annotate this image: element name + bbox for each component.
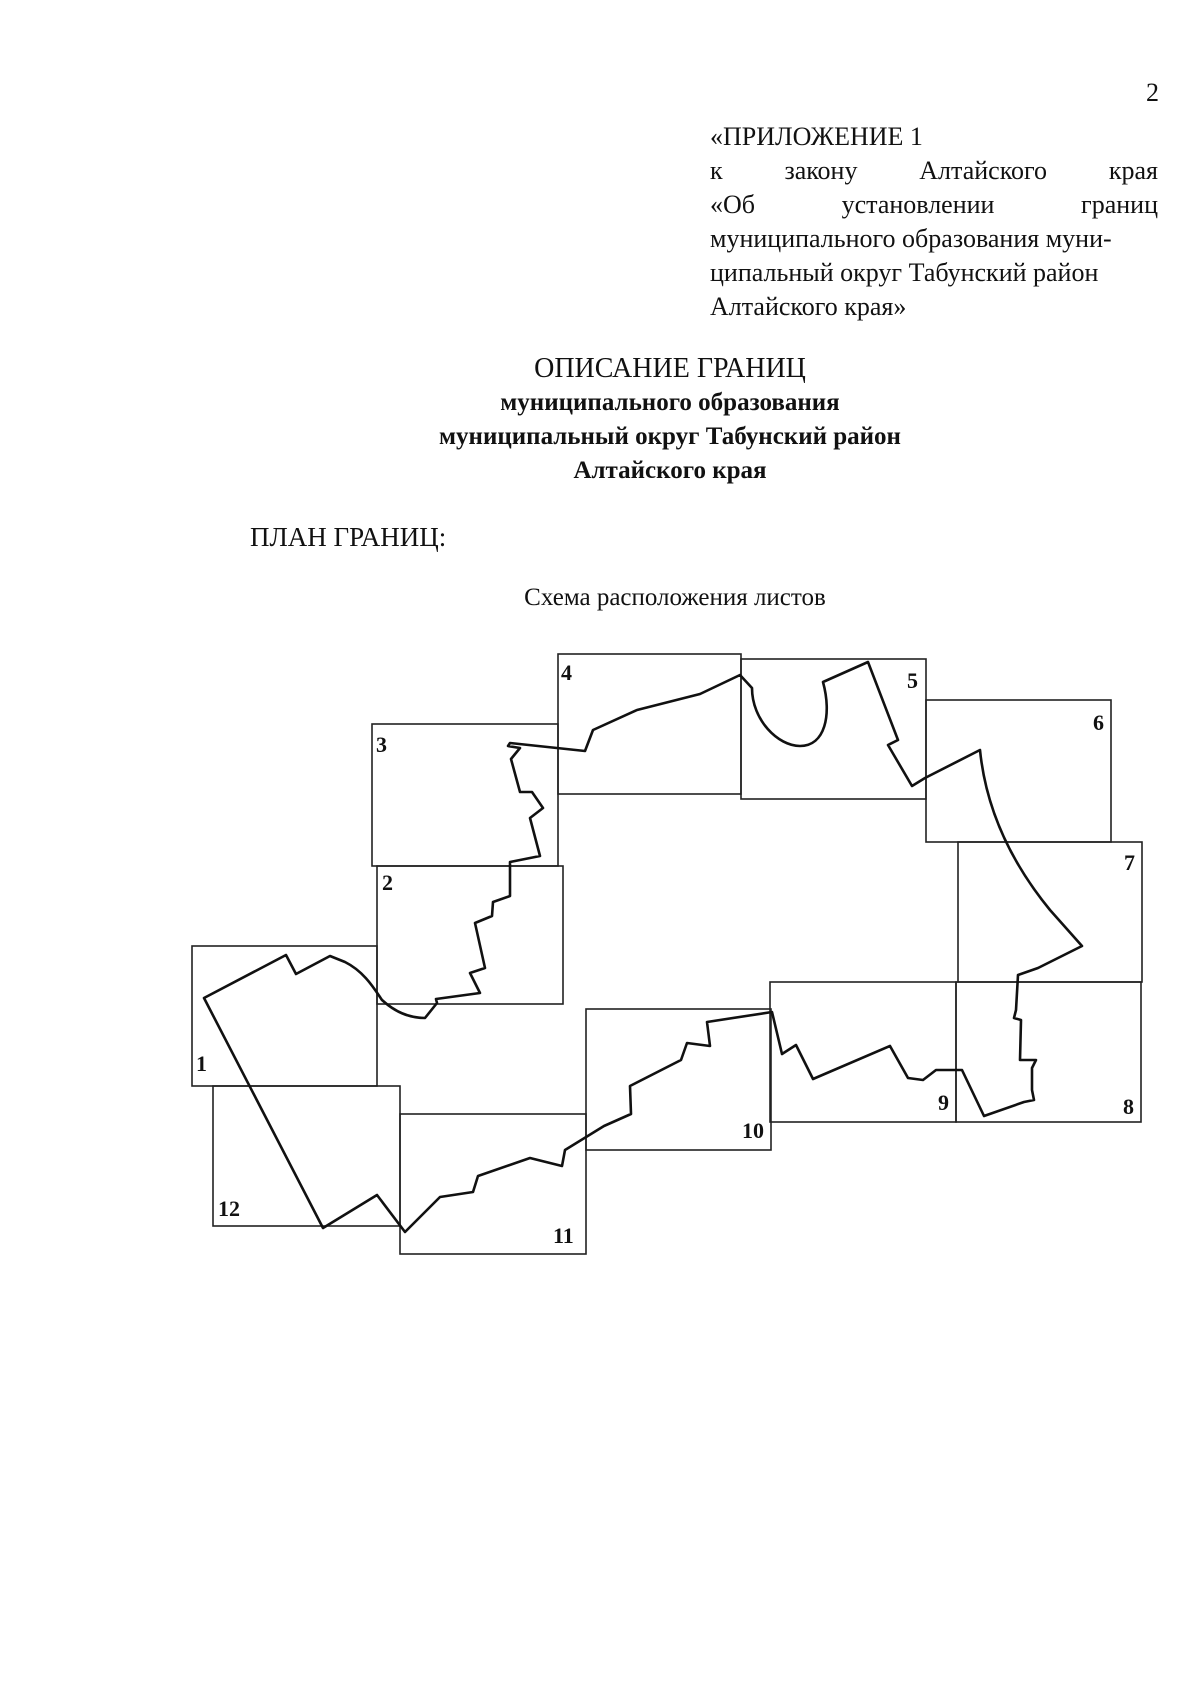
sheet-label-9: 9 [938, 1090, 949, 1115]
document-title-block: ОПИСАНИЕ ГРАНИЦ муниципального образован… [300, 352, 1040, 488]
page-number: 2 [1146, 78, 1159, 107]
sheet-frame-8 [955, 981, 1142, 1123]
appendix-line-2: к закону Алтайского края [710, 154, 1158, 188]
sheet-labels: 1 2 3 4 5 6 7 8 9 10 11 12 [196, 660, 1135, 1248]
sheet-frame-4 [557, 653, 742, 795]
appendix-word: «Об [710, 190, 756, 219]
sheet-frame-6 [925, 699, 1112, 843]
appendix-line-3: «Об установлении границ [710, 188, 1158, 222]
sheet-label-12: 12 [218, 1196, 240, 1221]
sheet-label-4: 4 [561, 660, 572, 685]
sheet-label-6: 6 [1093, 710, 1104, 735]
sheet-frame-2 [376, 865, 564, 1005]
scheme-title: Схема расположения листов [524, 584, 826, 611]
appendix-line-6: Алтайского края» [710, 292, 907, 321]
document-subtitle-line: муниципального образования [500, 389, 840, 416]
sheet-label-1: 1 [196, 1051, 207, 1076]
sheet-frame-10 [585, 1008, 772, 1151]
appendix-word: границ [1081, 190, 1158, 219]
municipal-boundary-line [202, 660, 1084, 1234]
appendix-header: «ПРИЛОЖЕНИЕ 1 к закону Алтайского края «… [710, 120, 1158, 324]
appendix-word: края [1108, 156, 1158, 185]
sheet-frame-12 [212, 1085, 401, 1227]
sheet-frame-9 [769, 981, 957, 1123]
sheet-frames [191, 653, 1143, 1255]
sheet-label-11: 11 [553, 1223, 574, 1248]
sheet-label-2: 2 [382, 870, 393, 895]
document-subtitle-line: муниципальный округ Табунский район [439, 423, 901, 450]
appendix-word: к [710, 156, 723, 185]
document-subtitle-line: Алтайского края [573, 457, 767, 484]
sheet-label-3: 3 [376, 732, 387, 757]
sheet-label-5: 5 [907, 668, 918, 693]
sheet-label-7: 7 [1124, 850, 1135, 875]
appendix-line-5: ципальный округ Табунский район [710, 258, 1099, 287]
sheet-frame-3 [371, 723, 559, 867]
plan-heading: ПЛАН ГРАНИЦ: [250, 522, 447, 552]
appendix-word: закону [784, 156, 858, 185]
sheet-label-10: 10 [742, 1118, 764, 1143]
appendix-line-4: муниципального образования муни- [710, 224, 1112, 253]
appendix-word: Алтайского [919, 156, 1048, 185]
appendix-title: «ПРИЛОЖЕНИЕ 1 [710, 122, 923, 151]
document-title: ОПИСАНИЕ ГРАНИЦ [534, 353, 806, 384]
appendix-word: установлении [841, 190, 995, 219]
sheet-frame-1 [191, 945, 378, 1087]
sheet-label-8: 8 [1123, 1094, 1134, 1119]
